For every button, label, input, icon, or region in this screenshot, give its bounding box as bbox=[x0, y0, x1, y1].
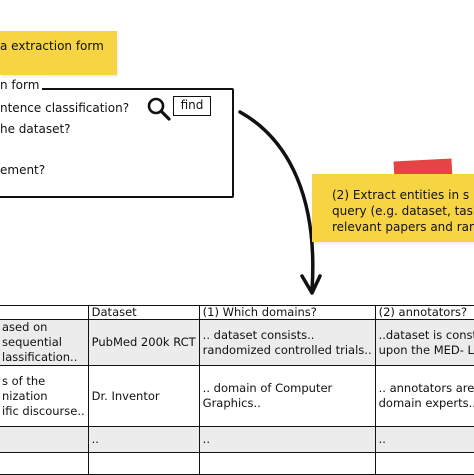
sticky-note-right-line-3: relevant papers and ran bbox=[332, 220, 474, 234]
table-cell: Dr. Inventor bbox=[87, 365, 200, 427]
table-cell: .. dataset consists.. randomized control… bbox=[198, 319, 376, 366]
cell-line: Dr. Inventor bbox=[91, 388, 160, 403]
table-cell bbox=[87, 452, 200, 475]
cell-line: .. bbox=[378, 432, 386, 446]
cell-line: Graphics.. bbox=[202, 396, 261, 410]
find-button[interactable]: find bbox=[173, 96, 211, 116]
table-header-cell: (1) Which domains? bbox=[198, 305, 376, 320]
table-cell: s of the nization ific discourse.. bbox=[0, 365, 89, 427]
table-cell: .. annotators are m domain experts.. bbox=[374, 365, 474, 427]
cell-line: domain experts.. bbox=[378, 396, 474, 410]
table-cell bbox=[0, 452, 89, 475]
table-cell: .. bbox=[87, 426, 200, 453]
table-row bbox=[0, 452, 474, 475]
sticky-note-top-text: a extraction form bbox=[0, 39, 104, 53]
table-cell bbox=[198, 452, 376, 475]
sticky-note-top: a extraction form bbox=[0, 31, 117, 75]
cell-line: ased on bbox=[2, 320, 48, 335]
search-icon[interactable] bbox=[146, 96, 172, 122]
table-row: .. .. .. bbox=[0, 426, 474, 453]
cell-line: ..dataset is constr bbox=[378, 327, 474, 342]
sticky-note-right: (2) Extract entities in s query (e.g. da… bbox=[312, 174, 474, 242]
cell-line: sequential bbox=[2, 335, 62, 349]
form-label: n form bbox=[0, 78, 43, 92]
sticky-note-right-line-1: (2) Extract entities in s bbox=[332, 188, 470, 202]
table-cell: .. domain of Computer Graphics.. bbox=[198, 365, 376, 427]
extraction-table: Dataset (1) Which domains? (2) annotator… bbox=[0, 305, 474, 475]
cell-line: PubMed 200k RCT bbox=[91, 335, 196, 349]
table-cell: .. bbox=[198, 426, 376, 453]
cell-line: s of the bbox=[2, 373, 46, 388]
table-cell: PubMed 200k RCT bbox=[87, 319, 200, 366]
cell-line: .. domain of Computer bbox=[202, 381, 333, 395]
cell-line: .. bbox=[202, 432, 210, 446]
table-row: ased on sequential lassification.. PubMe… bbox=[0, 319, 474, 366]
table-row: s of the nization ific discourse.. Dr. I… bbox=[0, 365, 474, 427]
sticky-note-right-line-2: query (e.g. dataset, task bbox=[332, 204, 474, 218]
table-header-cell bbox=[0, 305, 89, 320]
cell-line: upon the MED- LIN bbox=[378, 342, 474, 357]
table-header-cell: Dataset bbox=[87, 305, 200, 320]
form-question-1: ntence classification? bbox=[0, 101, 130, 115]
table-header-row: Dataset (1) Which domains? (2) annotator… bbox=[0, 305, 474, 320]
table-cell bbox=[374, 452, 474, 475]
form-question-3: ement? bbox=[0, 163, 46, 177]
cell-line: .. annotators are m bbox=[378, 381, 474, 395]
table-cell bbox=[0, 426, 89, 453]
cell-line: .. dataset consists.. bbox=[202, 327, 315, 342]
cell-line: lassification.. bbox=[2, 350, 78, 364]
table-cell: ..dataset is constr upon the MED- LIN bbox=[374, 319, 474, 366]
cell-line: randomized controlled trials.. bbox=[202, 342, 372, 357]
table-cell: ased on sequential lassification.. bbox=[0, 319, 89, 366]
table-header-cell: (2) annotators? bbox=[374, 305, 474, 320]
form-question-2: he dataset? bbox=[0, 122, 71, 136]
cell-line: nization bbox=[2, 388, 48, 403]
table-cell: .. bbox=[374, 426, 474, 453]
cell-line: .. bbox=[91, 432, 99, 446]
cell-line: ific discourse.. bbox=[2, 403, 85, 418]
